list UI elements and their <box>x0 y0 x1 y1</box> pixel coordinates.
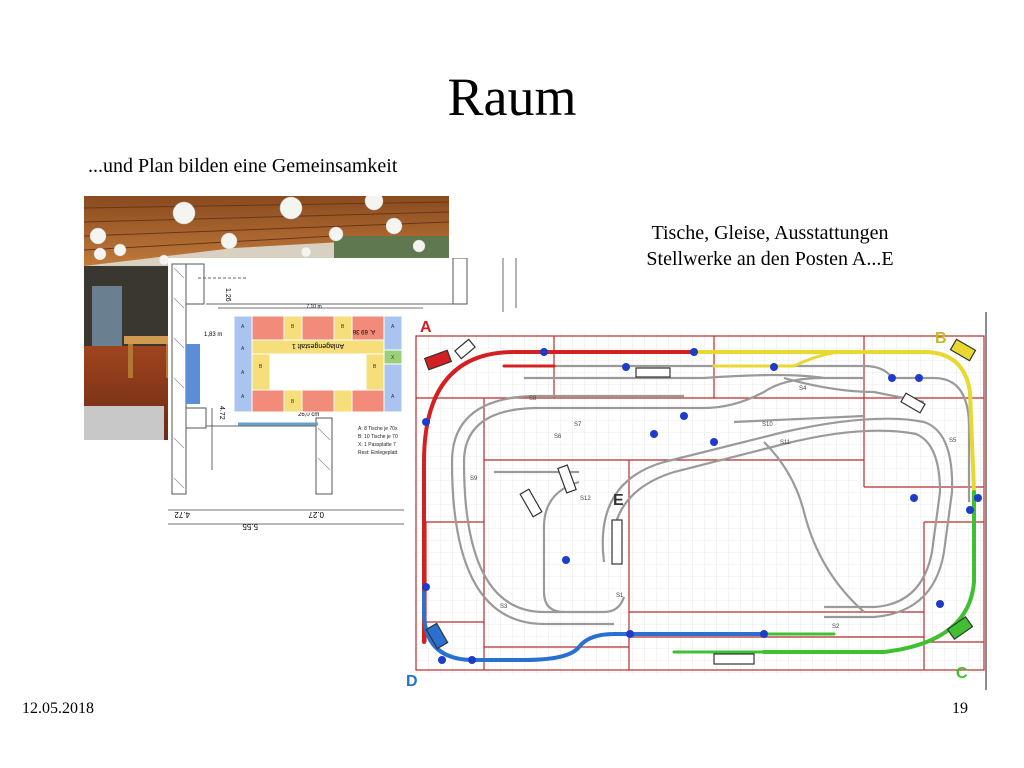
switch-label: S8 <box>529 396 537 402</box>
post-labels: A B C D E <box>406 319 968 690</box>
plan-dim-bottom-c: 4.72 <box>174 510 190 519</box>
signal-markers <box>422 348 982 664</box>
track-plan: S8 S7 S6 S9 S10 S11 S12 S4 S5 S1 S2 S3 A… <box>404 312 988 690</box>
switch-label: S11 <box>780 440 791 446</box>
post-a-label: A <box>420 319 432 336</box>
cell-letter: B <box>341 324 345 330</box>
cell-letter: A <box>241 324 245 330</box>
switch-label: S6 <box>554 434 562 440</box>
footer-date: 12.05.2018 <box>22 700 94 717</box>
switch-label: S5 <box>949 438 957 444</box>
plan-width-label: 7,10 m <box>306 304 321 310</box>
cell-letter: B <box>291 324 295 330</box>
caption-line-2: Stellwerke an den Posten A...E <box>646 248 894 270</box>
rolling-stock <box>423 338 977 665</box>
cell-letter: B <box>291 399 295 405</box>
cell-letter: A <box>241 370 245 376</box>
plan-table-code: A. 69 36 <box>352 328 375 334</box>
plan-table-label: Anlagengestalt 1 <box>292 342 344 349</box>
switch-label: S10 <box>762 422 773 428</box>
switch-label: S3 <box>500 604 508 610</box>
floor-plan-drawing: 7,10 m 1,83 m 26,0 cm 1.26 4.72 5.55 0.2… <box>168 257 543 533</box>
cell-letter: B <box>373 364 377 370</box>
plan-dim-bottom-a: 5.55 <box>242 522 258 531</box>
post-d-label: D <box>406 673 418 690</box>
track-plan-drawing: S8 S7 S6 S9 S10 S11 S12 S4 S5 S1 S2 S3 A… <box>404 312 988 690</box>
cell-letter: A <box>391 394 395 400</box>
post-b-label: B <box>935 330 947 347</box>
post-c-label: C <box>956 665 968 682</box>
switch-label: S7 <box>574 422 582 428</box>
slide-title: Raum <box>447 67 577 127</box>
caption-line-1: Tische, Gleise, Ausstattungen <box>651 222 889 244</box>
cell-letter: X <box>391 355 395 361</box>
switch-label: S2 <box>832 624 840 630</box>
cell-letter: A <box>241 394 245 400</box>
slide-subtitle: ...und Plan bilden eine Gemeinsamkeit <box>88 155 398 177</box>
post-e-label: E <box>613 492 624 509</box>
plan-table-grid <box>233 315 403 413</box>
floor-plan: 7,10 m 1,83 m 26,0 cm 1.26 4.72 5.55 0.2… <box>168 257 543 533</box>
plan-cell-letters: A B A B A B A B A X B A <box>241 324 395 405</box>
switch-label: S12 <box>580 496 591 502</box>
switch-label: S9 <box>470 476 478 482</box>
switch-label: S1 <box>616 593 624 599</box>
track-plan-caption: Tische, Gleise, Ausstattungen Stellwerke… <box>590 220 950 272</box>
grey-tracks <box>450 364 971 626</box>
plan-dim-bottom-b: 0.27 <box>308 510 324 519</box>
legend-line: X: 1 Passplatte 7 <box>358 442 396 448</box>
plan-legend: A: 8 Tische je 70x B: 10 Tische je 70 X:… <box>358 426 398 456</box>
plan-dim-top: 1.26 <box>224 288 231 302</box>
plan-side-panel <box>186 344 200 404</box>
footer-page-number: 19 <box>952 700 968 717</box>
switch-labels: S8 S7 S6 S9 S10 S11 S12 S4 S5 S1 S2 S3 <box>470 386 957 630</box>
plan-dim-left: 4.72 <box>218 406 225 420</box>
switch-label: S4 <box>799 386 807 392</box>
cell-letter: A <box>391 324 395 330</box>
cell-letter: B <box>259 364 263 370</box>
plan-bottom-label: 26,0 cm <box>298 412 319 418</box>
plan-left-label: 1,83 m <box>204 332 222 338</box>
legend-line: A: 8 Tische je 70x <box>358 426 398 432</box>
legend-line: Rest: Einlegeplatt <box>358 450 398 456</box>
legend-line: B: 10 Tische je 70 <box>358 434 398 440</box>
cell-letter: A <box>241 346 245 352</box>
